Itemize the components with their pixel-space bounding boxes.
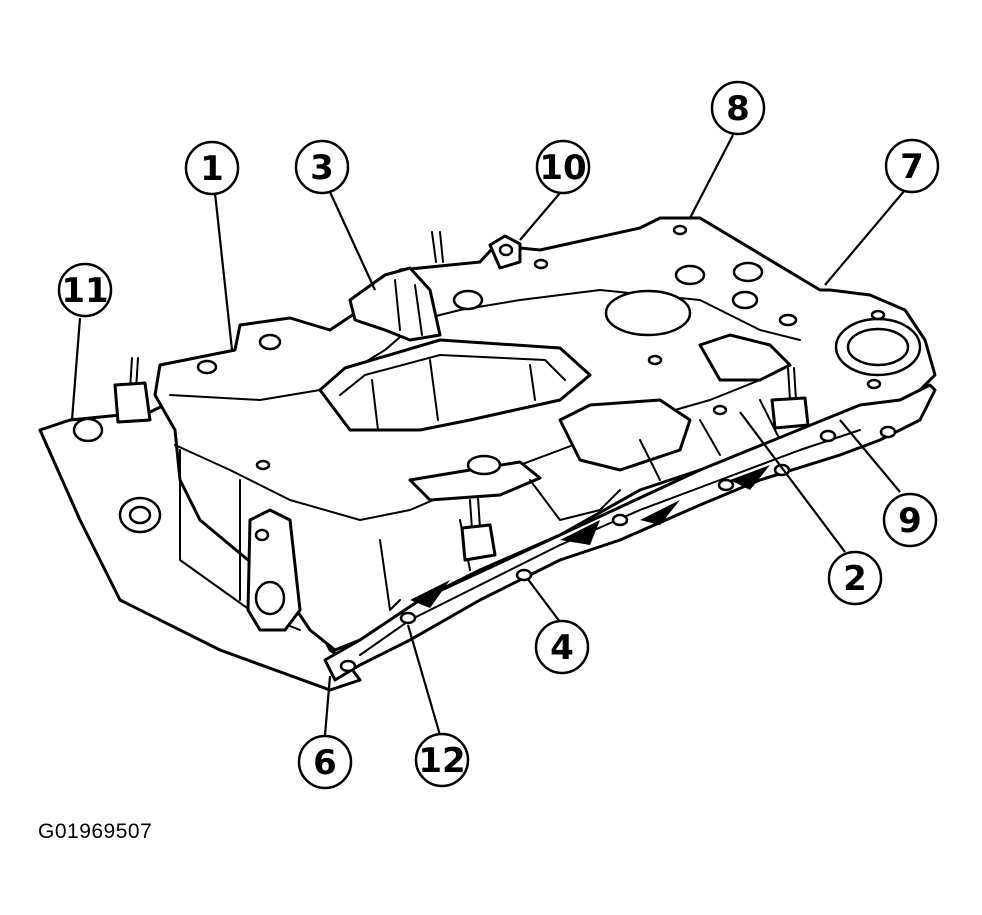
callout-7: 7 — [884, 138, 940, 194]
callout-4-label: 4 — [550, 628, 574, 668]
callout-2-label: 2 — [843, 559, 867, 599]
leader-lines — [70, 134, 906, 736]
callout-3: 3 — [294, 139, 350, 195]
callout-10-label: 10 — [539, 148, 586, 188]
callout-12-label: 12 — [418, 741, 465, 781]
callout-8: 8 — [710, 80, 766, 136]
callout-4: 4 — [534, 619, 590, 675]
callout-2: 2 — [827, 550, 883, 606]
callout-6: 6 — [297, 734, 353, 790]
callout-3-label: 3 — [310, 148, 334, 188]
callout-11: 11 — [57, 262, 113, 318]
callout-6-label: 6 — [313, 743, 337, 783]
callout-9: 9 — [882, 492, 938, 548]
callout-1-label: 1 — [200, 149, 224, 189]
callout-11-label: 11 — [61, 271, 108, 311]
manifold-body — [113, 216, 937, 652]
callout-1: 1 — [184, 140, 240, 196]
side-gasket — [323, 383, 937, 682]
callout-8-label: 8 — [726, 89, 750, 129]
callout-9-label: 9 — [898, 501, 922, 541]
figure-code: G01969507 — [38, 820, 153, 843]
callout-12: 12 — [414, 732, 470, 788]
callout-10: 10 — [535, 139, 591, 195]
callout-7-label: 7 — [900, 147, 924, 187]
